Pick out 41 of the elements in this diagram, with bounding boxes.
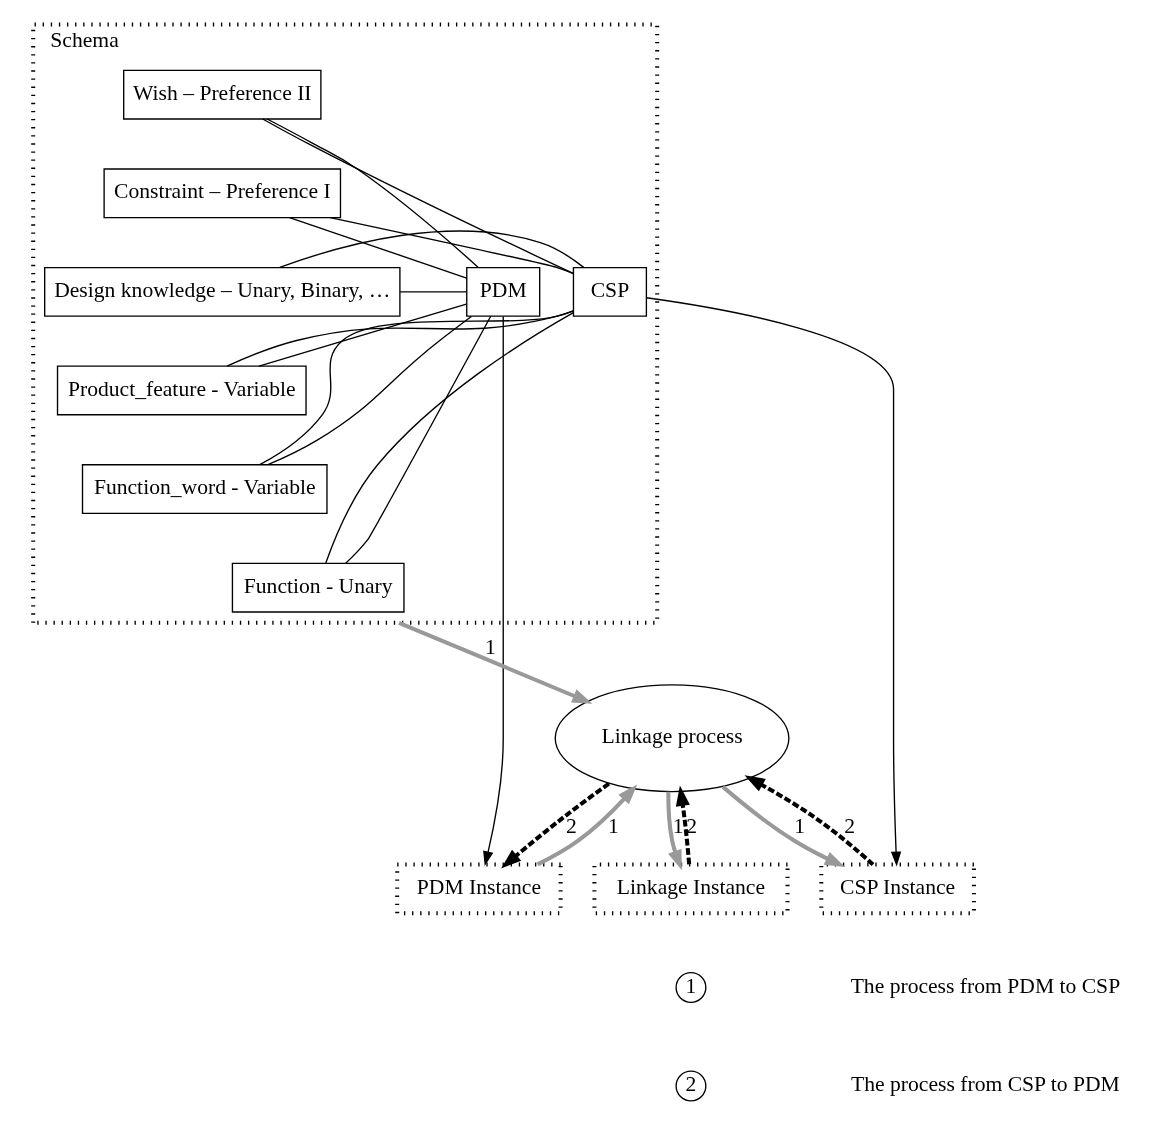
connector [398,291,467,293]
connector [278,230,584,269]
node-box: Product_feature - Variable [56,365,307,416]
node-box: Function - Unary [231,562,405,613]
node-circle: 1 [674,971,706,1003]
arrow [536,784,637,867]
node-box: PDM [465,266,540,317]
node-box: Linkage Instance [591,862,790,916]
node-box: Design knowledge – Unary, Binary, … [43,266,401,317]
connector [266,315,472,466]
edge-label: 2 [565,814,577,839]
node-box: CSP [572,266,647,317]
connector [261,118,574,275]
legend-label: The process from PDM to CSP [850,973,1120,998]
node-circle: 2 [674,1070,706,1102]
edge-label: 1 [672,814,684,839]
legend-label: The process from CSP to PDM [850,1072,1120,1097]
node-box: CSP Instance [818,862,976,916]
connector [344,315,491,564]
connector [257,303,467,367]
arrow [675,785,691,865]
arrow [721,785,845,867]
node-box: Function_word - Variable [81,464,328,515]
arrow [500,782,610,869]
connector [324,312,574,564]
edge-label: 2 [843,814,855,839]
node-box: Constraint – Preference I [102,168,341,219]
arrow [397,620,592,704]
arrow [665,791,682,871]
arrow [744,775,874,866]
node-box: Wish – Preference II [122,69,322,120]
arrow [645,297,901,867]
connector [288,216,467,279]
connector [258,310,574,466]
connector [265,118,479,268]
edge-label: 1 [484,634,496,659]
edge-label: 1 [607,814,619,839]
connector [329,216,574,275]
arrow [482,315,504,867]
edge-label: 1 [793,814,805,839]
node-box: PDM Instance [394,862,563,916]
